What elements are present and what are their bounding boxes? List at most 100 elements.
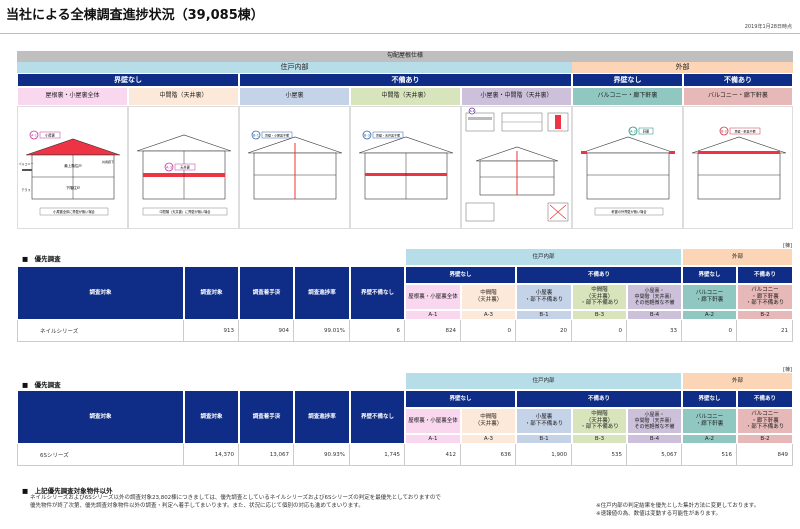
t2-row-b3: 535: [572, 444, 627, 466]
callout-roof: 小屋裏: [45, 132, 55, 137]
diagram-top-header: 勾配屋根仕様: [17, 51, 793, 62]
footer-section-label: 上記優先調査対象物件以外: [34, 487, 113, 495]
diagram-group-defect-outer: 不備あり: [683, 73, 793, 87]
diagram-loc-a3: 中間階（天井裏）: [128, 87, 239, 106]
t2-sub-a3: 中間階 （天井裏）: [461, 408, 516, 434]
t1-row-b2: 21: [737, 320, 793, 342]
code-b1: B-1: [253, 133, 259, 137]
table2-section-label: 優先調査: [34, 381, 61, 389]
callout-mid: 界壁・天井裏不備: [376, 132, 400, 137]
t2-sub-b4: 小屋裏・ 中間階（天井裏） その他軽微な不備: [627, 408, 682, 434]
t2-row-no-defect: 1,745: [350, 444, 405, 466]
title-divider: [0, 33, 800, 34]
house-diagram-a2: A-2 軒裏 軒裏の外界壁が無い場合: [580, 126, 676, 216]
table2-section-title: ■ 優先調査: [22, 381, 61, 389]
t2-code-b2: B-2: [737, 434, 793, 444]
diagram-loc-b1: 小屋裏: [239, 87, 350, 106]
t1-sub-b1: 小屋裏 ・部下不備あり: [516, 284, 572, 310]
diagram-panel-b1: B-1 界壁・小屋裏不備: [239, 106, 350, 229]
house-diagram-b4: B-4: [465, 107, 569, 222]
label-balcony: バルコニー: [19, 162, 34, 166]
table1-unit: [棟]: [783, 243, 792, 249]
t1-code-b3: B-3: [572, 310, 627, 320]
t1-row-started: 904: [239, 320, 294, 342]
code-a2: A-2: [630, 129, 636, 133]
t2-row-started: 13,067: [239, 444, 294, 466]
t2-row-name: 6Sシリーズ: [17, 444, 184, 466]
diagram-loc-b2: バルコニー・廊下軒裏: [683, 87, 793, 106]
code-b4: B-4: [470, 109, 475, 113]
code-a1: A-1: [31, 133, 37, 137]
t1-col-no-defect: 界壁不備なし: [350, 266, 405, 320]
t1-code-a3: A-3: [461, 310, 516, 320]
table2-unit: [棟]: [783, 367, 792, 373]
diagram-panel-a1: 最上階住戸 下階住戸 共用廊下 バルコニー テラス A-1 小屋裏 小屋裏全体に…: [17, 106, 128, 229]
t1-group-defect-outer: 不備あり: [737, 266, 793, 284]
t1-region-inner: 住戸内部: [405, 248, 682, 266]
t1-row-progress: 99.01%: [294, 320, 350, 342]
report-date: 2019年1月28日時点: [744, 24, 792, 30]
house-diagram-b3: B-3 界壁・天井裏不備: [358, 130, 454, 200]
footer-note-2: ※速報値の為、数値は変動する可能性があります。: [596, 511, 722, 518]
t2-sub-a2: バルコニー ・廊下軒裏: [682, 408, 737, 434]
t1-sub-b4: 小屋裏・ 中間階（天井裏） その他軽微な不備: [627, 284, 682, 310]
diagram-group-no-wall-inner: 界壁なし: [17, 73, 239, 87]
house-diagram-b1: B-1 界壁・小屋裏不備: [247, 130, 343, 200]
table1-section-title: ■ 優先調査: [22, 255, 61, 263]
t1-region-outer: 外部: [682, 248, 793, 266]
table1-section-label: 優先調査: [34, 255, 61, 263]
caption-a1: 小屋裏全体に界壁が無い場合: [53, 209, 95, 214]
t1-col-progress: 調査進捗率: [294, 266, 350, 320]
t2-sub-b2: バルコニー ・廊下軒裏 ・部下不備あり: [737, 408, 793, 434]
t1-code-a2: A-2: [682, 310, 737, 320]
footer-section-title: ■ 上記優先調査対象物件以外: [22, 487, 113, 495]
caption-a2: 軒裏の外界壁が無い場合: [611, 209, 647, 214]
t1-code-a1: A-1: [405, 310, 461, 320]
t2-group-no-wall-outer: 界壁なし: [682, 390, 737, 408]
t2-sub-b1: 小屋裏 ・部下不備あり: [516, 408, 572, 434]
t1-group-no-wall: 界壁なし: [405, 266, 516, 284]
callout-attic: 界壁・小屋裏不備: [265, 132, 289, 137]
t2-code-b3: B-3: [572, 434, 627, 444]
t1-row-no-defect: 6: [350, 320, 405, 342]
diagram-loc-b4: 小屋裏・中間階（天井裏）: [461, 87, 572, 106]
t2-code-a1: A-1: [405, 434, 461, 444]
diagram-panel-b3: B-3 界壁・天井裏不備: [350, 106, 461, 229]
label-lower: 下階住戸: [66, 185, 80, 190]
t1-row-name: ネイルシリーズ: [17, 320, 184, 342]
t2-col-count: 調査対象: [184, 390, 239, 444]
t1-row-count: 913: [184, 320, 239, 342]
t1-sub-b2: バルコニー ・廊下軒裏 ・部下不備あり: [737, 284, 793, 310]
label-corridor: 共用廊下: [102, 159, 114, 164]
t2-row-progress: 90.93%: [294, 444, 350, 466]
code-a3: A-3: [166, 165, 172, 169]
footer-text: ネイルシリーズおよび6Sシリーズ以外の調査対象23,802棟につきましては、優先…: [30, 494, 570, 511]
t2-row-b2: 849: [737, 444, 793, 466]
code-b3: B-3: [364, 133, 370, 137]
t1-sub-a2: バルコニー ・廊下軒裏: [682, 284, 737, 310]
t2-row-a2: 516: [682, 444, 737, 466]
label-terrace: テラス: [22, 187, 31, 192]
diagram-panel-a2: A-2 軒裏 軒裏の外界壁が無い場合: [572, 106, 683, 229]
t1-col-started: 調査着手済: [239, 266, 294, 320]
t1-row-a3: 0: [461, 320, 516, 342]
t2-col-started: 調査着手済: [239, 390, 294, 444]
t2-row-a1: 412: [405, 444, 461, 466]
diagram-loc-a1: 屋根裏・小屋裏全体: [17, 87, 128, 106]
t1-group-defect: 不備あり: [516, 266, 682, 284]
t2-group-defect-outer: 不備あり: [737, 390, 793, 408]
footer-line-1: ネイルシリーズおよび6Sシリーズ以外の調査対象23,802棟につきましては、優先…: [30, 495, 441, 501]
t2-row-a3: 636: [461, 444, 516, 466]
t2-row-b4: 5,067: [627, 444, 682, 466]
t2-code-a3: A-3: [461, 434, 516, 444]
t2-region-inner: 住戸内部: [405, 372, 682, 390]
t2-sub-b3: 中間階 （天井裏） ・部下不備あり: [572, 408, 627, 434]
t1-sub-a1: 屋根裏・小屋裏全体: [405, 284, 461, 310]
diagram-loc-b3: 中間階（天井裏）: [350, 87, 461, 106]
t1-group-no-wall-outer: 界壁なし: [682, 266, 737, 284]
diagram-region-outer: 外部: [572, 62, 793, 73]
t1-code-b2: B-2: [737, 310, 793, 320]
page-title: 当社による全棟調査進捗状況（39,085棟）: [6, 8, 264, 23]
diagram-group-defect-inner: 不備あり: [239, 73, 572, 87]
callout-ceiling: 天井裏: [180, 164, 190, 169]
